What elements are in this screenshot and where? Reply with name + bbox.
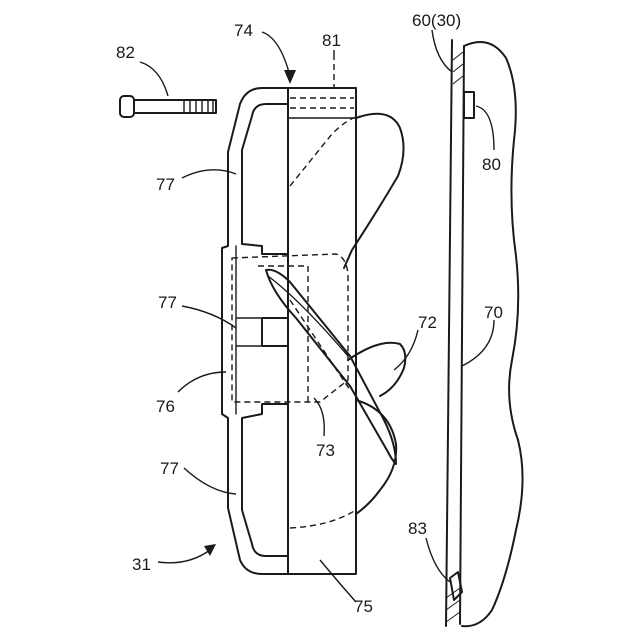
bolt-82 [120, 96, 216, 117]
label-82: 82 [116, 43, 135, 62]
blade-72 [266, 114, 405, 514]
label-72: 72 [418, 313, 437, 332]
label-31: 31 [132, 555, 151, 574]
label-77-lower: 77 [160, 459, 179, 478]
label-70: 70 [484, 303, 503, 322]
block-75 [288, 88, 356, 574]
hidden-lines [232, 54, 360, 528]
bracket-frame [222, 88, 288, 574]
label-77-middle: 77 [158, 293, 177, 312]
label-74: 74 [234, 21, 253, 40]
label-77-upper: 77 [156, 175, 175, 194]
label-81: 81 [322, 31, 341, 50]
plate-60 [446, 40, 523, 626]
label-80: 80 [482, 155, 501, 174]
label-83: 83 [408, 519, 427, 538]
label-75: 75 [354, 597, 373, 616]
label-76: 76 [156, 397, 175, 416]
label-73: 73 [316, 441, 335, 460]
label-60-30: 60(30) [412, 11, 461, 30]
